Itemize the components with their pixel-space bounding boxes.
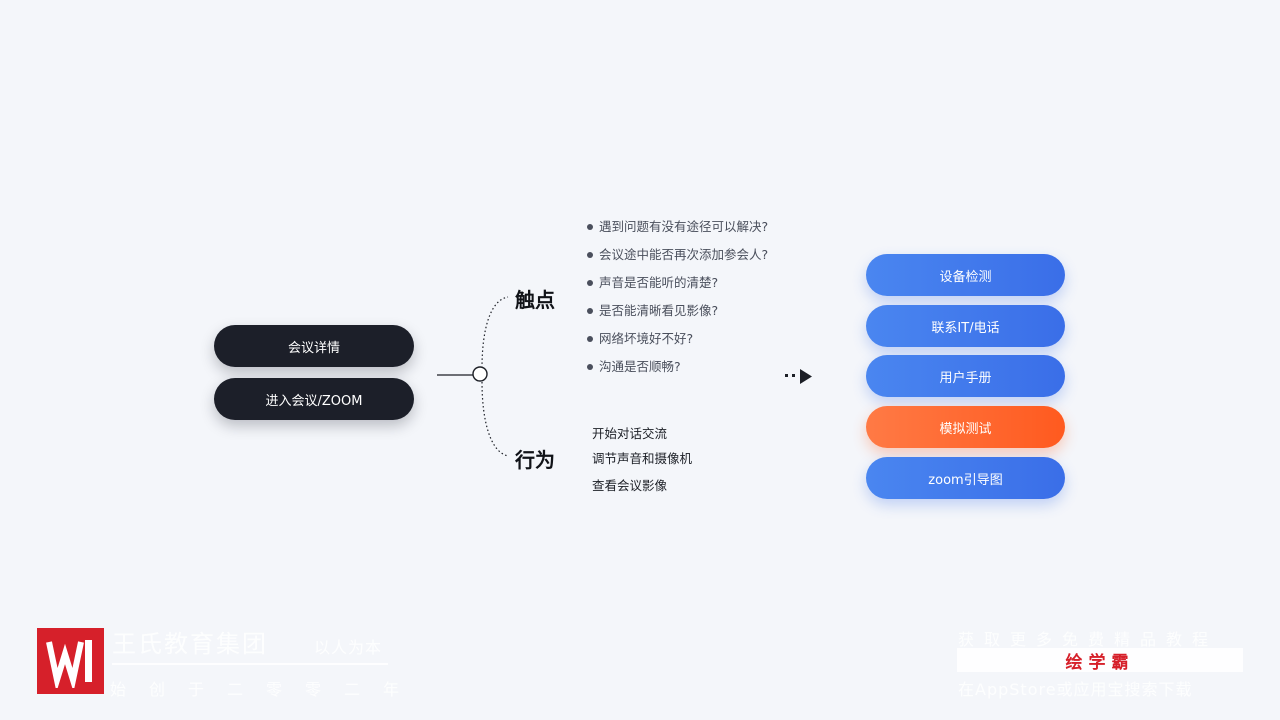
watermark-divider [112, 663, 388, 665]
touch-point-list: 遇到问题有没有途径可以解决? 会议途中能否再次添加参会人? 声音是否能听的清楚?… [587, 218, 768, 386]
list-item: 声音是否能听的清楚? [587, 274, 768, 302]
branch-action-label: 行为 [515, 448, 555, 472]
arrow-right-icon [785, 369, 812, 384]
connector-branch-action [481, 381, 509, 457]
bullet-icon [587, 364, 593, 370]
solution-contact-it: 联系IT/电话 [866, 305, 1065, 347]
list-item: 沟通是否顺畅? [587, 358, 768, 386]
brand-logo-icon [37, 628, 104, 694]
connector-branch-touch [481, 296, 509, 369]
list-item: 遇到问题有没有途径可以解决? [587, 218, 768, 246]
branch-touch-label: 触点 [515, 288, 555, 312]
node-enter-meeting: 进入会议/ZOOM [214, 378, 414, 420]
list-item: 是否能清晰看见影像? [587, 302, 768, 330]
watermark-brand: 绘学霸 [1065, 652, 1135, 673]
watermark-slogan: 以人为本 [314, 638, 383, 657]
watermark-org-name: 王氏教育集团 [112, 630, 268, 658]
bullet-icon [587, 224, 593, 230]
action-item: 查看会议影像 [592, 478, 668, 493]
action-item: 开始对话交流 [592, 426, 668, 441]
bullet-icon [587, 336, 593, 342]
node-meeting-details: 会议详情 [214, 325, 414, 367]
action-item: 调节声音和摄像机 [592, 451, 693, 466]
connector-node-circle [472, 366, 488, 382]
watermark-download: 在AppStore或应用宝搜索下载 [958, 680, 1193, 699]
bullet-icon [587, 308, 593, 314]
solution-simulation-test: 模拟测试 [866, 406, 1065, 448]
list-item: 网络坏境好不好? [587, 330, 768, 358]
bullet-icon [587, 280, 593, 286]
solution-zoom-guide: zoom引导图 [866, 457, 1065, 499]
solution-device-check: 设备检测 [866, 254, 1065, 296]
solution-user-manual: 用户手册 [866, 355, 1065, 397]
list-item: 会议途中能否再次添加参会人? [587, 246, 768, 274]
watermark-since: 始创于二零零二年 [110, 680, 423, 699]
watermark-brand-band: 绘学霸 [957, 648, 1243, 673]
bullet-icon [587, 252, 593, 258]
watermark-promo: 获取更多免费精品教程 [958, 630, 1219, 649]
